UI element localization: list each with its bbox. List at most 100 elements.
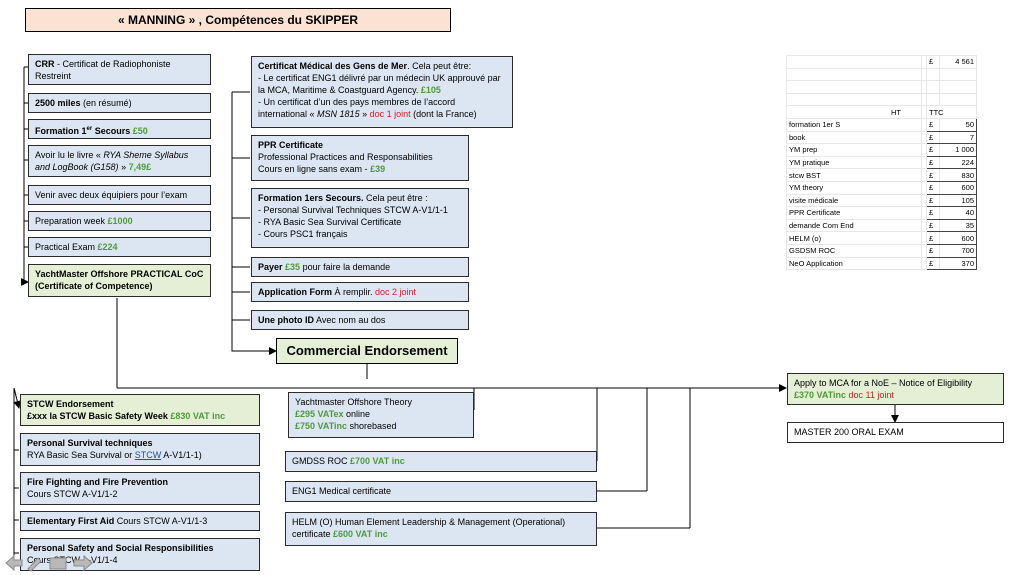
- price-label: YM theory: [786, 180, 922, 195]
- price-currency: £: [926, 168, 940, 182]
- total-currency: £: [926, 55, 940, 69]
- price-currency: £: [926, 206, 940, 220]
- stcw-price: £830 VAT inc: [167, 411, 226, 421]
- price-label: stcw BST: [786, 168, 922, 182]
- crew-box: Venir avec deux équipiers pour l’exam: [28, 185, 211, 205]
- book-text-a: Avoir lu le livre «: [35, 150, 104, 160]
- book-title: RYA Sheme Syllabus and LogBook (G158): [35, 150, 189, 172]
- medical-box: Certificat Médical des Gens de Mer. Cela…: [251, 56, 513, 128]
- fire-title: Fire Fighting and Fire Prevention: [27, 477, 169, 487]
- price-amount: 40: [939, 206, 977, 220]
- price-label: GSDSM ROC: [786, 243, 922, 258]
- medical-line2c: (dont la France): [410, 109, 477, 119]
- ppr-box: PPR Certificate Professional Practices a…: [251, 135, 469, 181]
- col-ttc: TTC: [926, 105, 977, 119]
- application-text: À remplir.: [332, 287, 376, 297]
- page-title: « MANNING » , Compétences du SKIPPER: [25, 8, 451, 32]
- medical-price: £105: [420, 85, 441, 95]
- coc-box: YachtMaster Offshore PRACTICAL CoC (Cert…: [28, 264, 211, 297]
- middle-trunk-line: [231, 92, 277, 355]
- fac-line1: - Personal Survival Techniques STCW A-V1…: [258, 205, 448, 215]
- theory-price-shore: £750 VATinc: [295, 421, 348, 431]
- theory-price-online: £295 VATex: [295, 409, 344, 419]
- first-aid-box: Formation 1er Secours £50: [28, 119, 211, 139]
- price-header-row: HT TTC: [786, 105, 977, 119]
- price-amount: 35: [939, 218, 977, 233]
- price-label: visite médicale: [786, 193, 922, 208]
- commercial-endorsement-box: Commercial Endorsement: [276, 338, 458, 364]
- medical-msn: MSN 1815: [317, 109, 360, 119]
- apply-box: Apply to MCA for a NoE – Notice of Eligi…: [787, 373, 1004, 405]
- photo-box: Une photo ID Avec nom au dos: [251, 310, 469, 330]
- application-title: Application Form: [258, 287, 332, 297]
- ppr-line2: Cours en ligne sans exam -: [258, 164, 371, 174]
- price-label: HELM (o): [786, 231, 922, 245]
- prep-week-box: Preparation week £1000: [28, 211, 211, 231]
- price-row: formation 1er S£50: [786, 117, 977, 132]
- price-row: HELM (o)£600: [786, 231, 977, 245]
- price-row: PPR Certificate £40: [786, 206, 977, 220]
- crr-box: CRR - Certificat de Radiophoniste Restre…: [28, 54, 211, 85]
- application-doc: doc 2 joint: [375, 287, 417, 297]
- efa-text: Cours STCW A-V1/1-3: [114, 516, 208, 526]
- fac-line3: - Cours PSC1 français: [258, 229, 348, 239]
- stcw-link[interactable]: STCW: [134, 450, 162, 460]
- medical-line1: - Le certificat ENG1 délivré par un méde…: [258, 73, 501, 95]
- fac-title: Formation 1ers Secours.: [258, 193, 364, 203]
- miles-text: (en résumé): [80, 98, 132, 108]
- pst-title: Personal Survival techniques: [27, 438, 153, 448]
- medical-title: Certificat Médical des Gens de Mer: [258, 61, 408, 71]
- miles-box: 2500 miles (en résumé): [28, 93, 211, 113]
- book-text-b: »: [118, 162, 127, 172]
- ppr-line1: Professional Practices and Responsabilit…: [258, 152, 433, 162]
- price-currency: £: [926, 180, 940, 195]
- price-amount: 370: [939, 256, 977, 271]
- helm-price: £600 VAT inc: [333, 529, 388, 539]
- price-label: YM pratique: [786, 155, 922, 170]
- miles-title: 2500 miles: [35, 98, 81, 108]
- price-currency: £: [926, 193, 940, 208]
- fac-text: Cela peut être :: [363, 193, 428, 203]
- prev-arrow-icon: [5, 554, 23, 572]
- price-currency: £: [926, 143, 940, 157]
- stcw-line1: STCW Endorsement: [27, 399, 114, 409]
- payer-price: £35: [282, 262, 301, 272]
- prep-week-text: Preparation week: [35, 216, 108, 226]
- master-box: MASTER 200 ORAL EXAM: [787, 422, 1004, 443]
- efa-title: Elementary First Aid: [27, 516, 115, 526]
- price-row: demande Com End£35: [786, 218, 977, 233]
- payer-box: Payer £35 pour faire la demande: [251, 257, 469, 277]
- fire-text: Cours STCW A-V1/1-2: [27, 489, 118, 499]
- first-aid-title-b: Secours: [92, 126, 131, 136]
- practical-exam-box: Practical Exam £224: [28, 237, 211, 257]
- helm-box: HELM (O) Human Element Leadership & Mana…: [285, 512, 597, 546]
- price-amount: 600: [939, 180, 977, 195]
- pst-text-a: RYA Basic Sea Survival or: [27, 450, 135, 460]
- efa-box: Elementary First Aid Cours STCW A-V1/1-3: [20, 511, 260, 531]
- first-aid-sup: er: [86, 126, 93, 132]
- price-amount: 600: [939, 231, 977, 245]
- apply-line1: Apply to MCA for a NoE – Notice of Eligi…: [794, 378, 973, 388]
- price-row: stcw BST£830: [786, 168, 977, 182]
- total-amount: 4 561: [939, 55, 977, 69]
- apply-doc: doc 11 joint: [846, 390, 894, 400]
- photo-text: Avec nom au dos: [314, 315, 386, 325]
- price-label: PPR Certificate: [786, 206, 922, 220]
- theory-box: Yachtmaster Offshore Theory £295 VATex o…: [288, 392, 474, 438]
- slide-nav-controls[interactable]: [4, 554, 94, 572]
- coc-line2: (Certificate of Competence): [35, 281, 153, 291]
- stcw-box: STCW Endorsement £xxx la STCW Basic Safe…: [20, 394, 260, 426]
- prep-week-price: £1000: [107, 216, 133, 226]
- price-currency: £: [926, 117, 940, 132]
- price-amount: 700: [939, 243, 977, 258]
- price-row: visite médicale £105: [786, 193, 977, 208]
- first-aid-courses-box: Formation 1ers Secours. Cela peut être :…: [251, 188, 469, 248]
- coc-line1: YachtMaster Offshore PRACTICAL CoC: [35, 269, 204, 279]
- eng1-box: ENG1 Medical certificate: [285, 481, 597, 502]
- theory-shore: shorebased: [347, 421, 397, 431]
- menu-icon: [49, 557, 67, 570]
- price-amount: 105: [939, 193, 977, 208]
- price-label: formation 1er S: [786, 117, 922, 132]
- medical-line2b: »: [359, 109, 370, 119]
